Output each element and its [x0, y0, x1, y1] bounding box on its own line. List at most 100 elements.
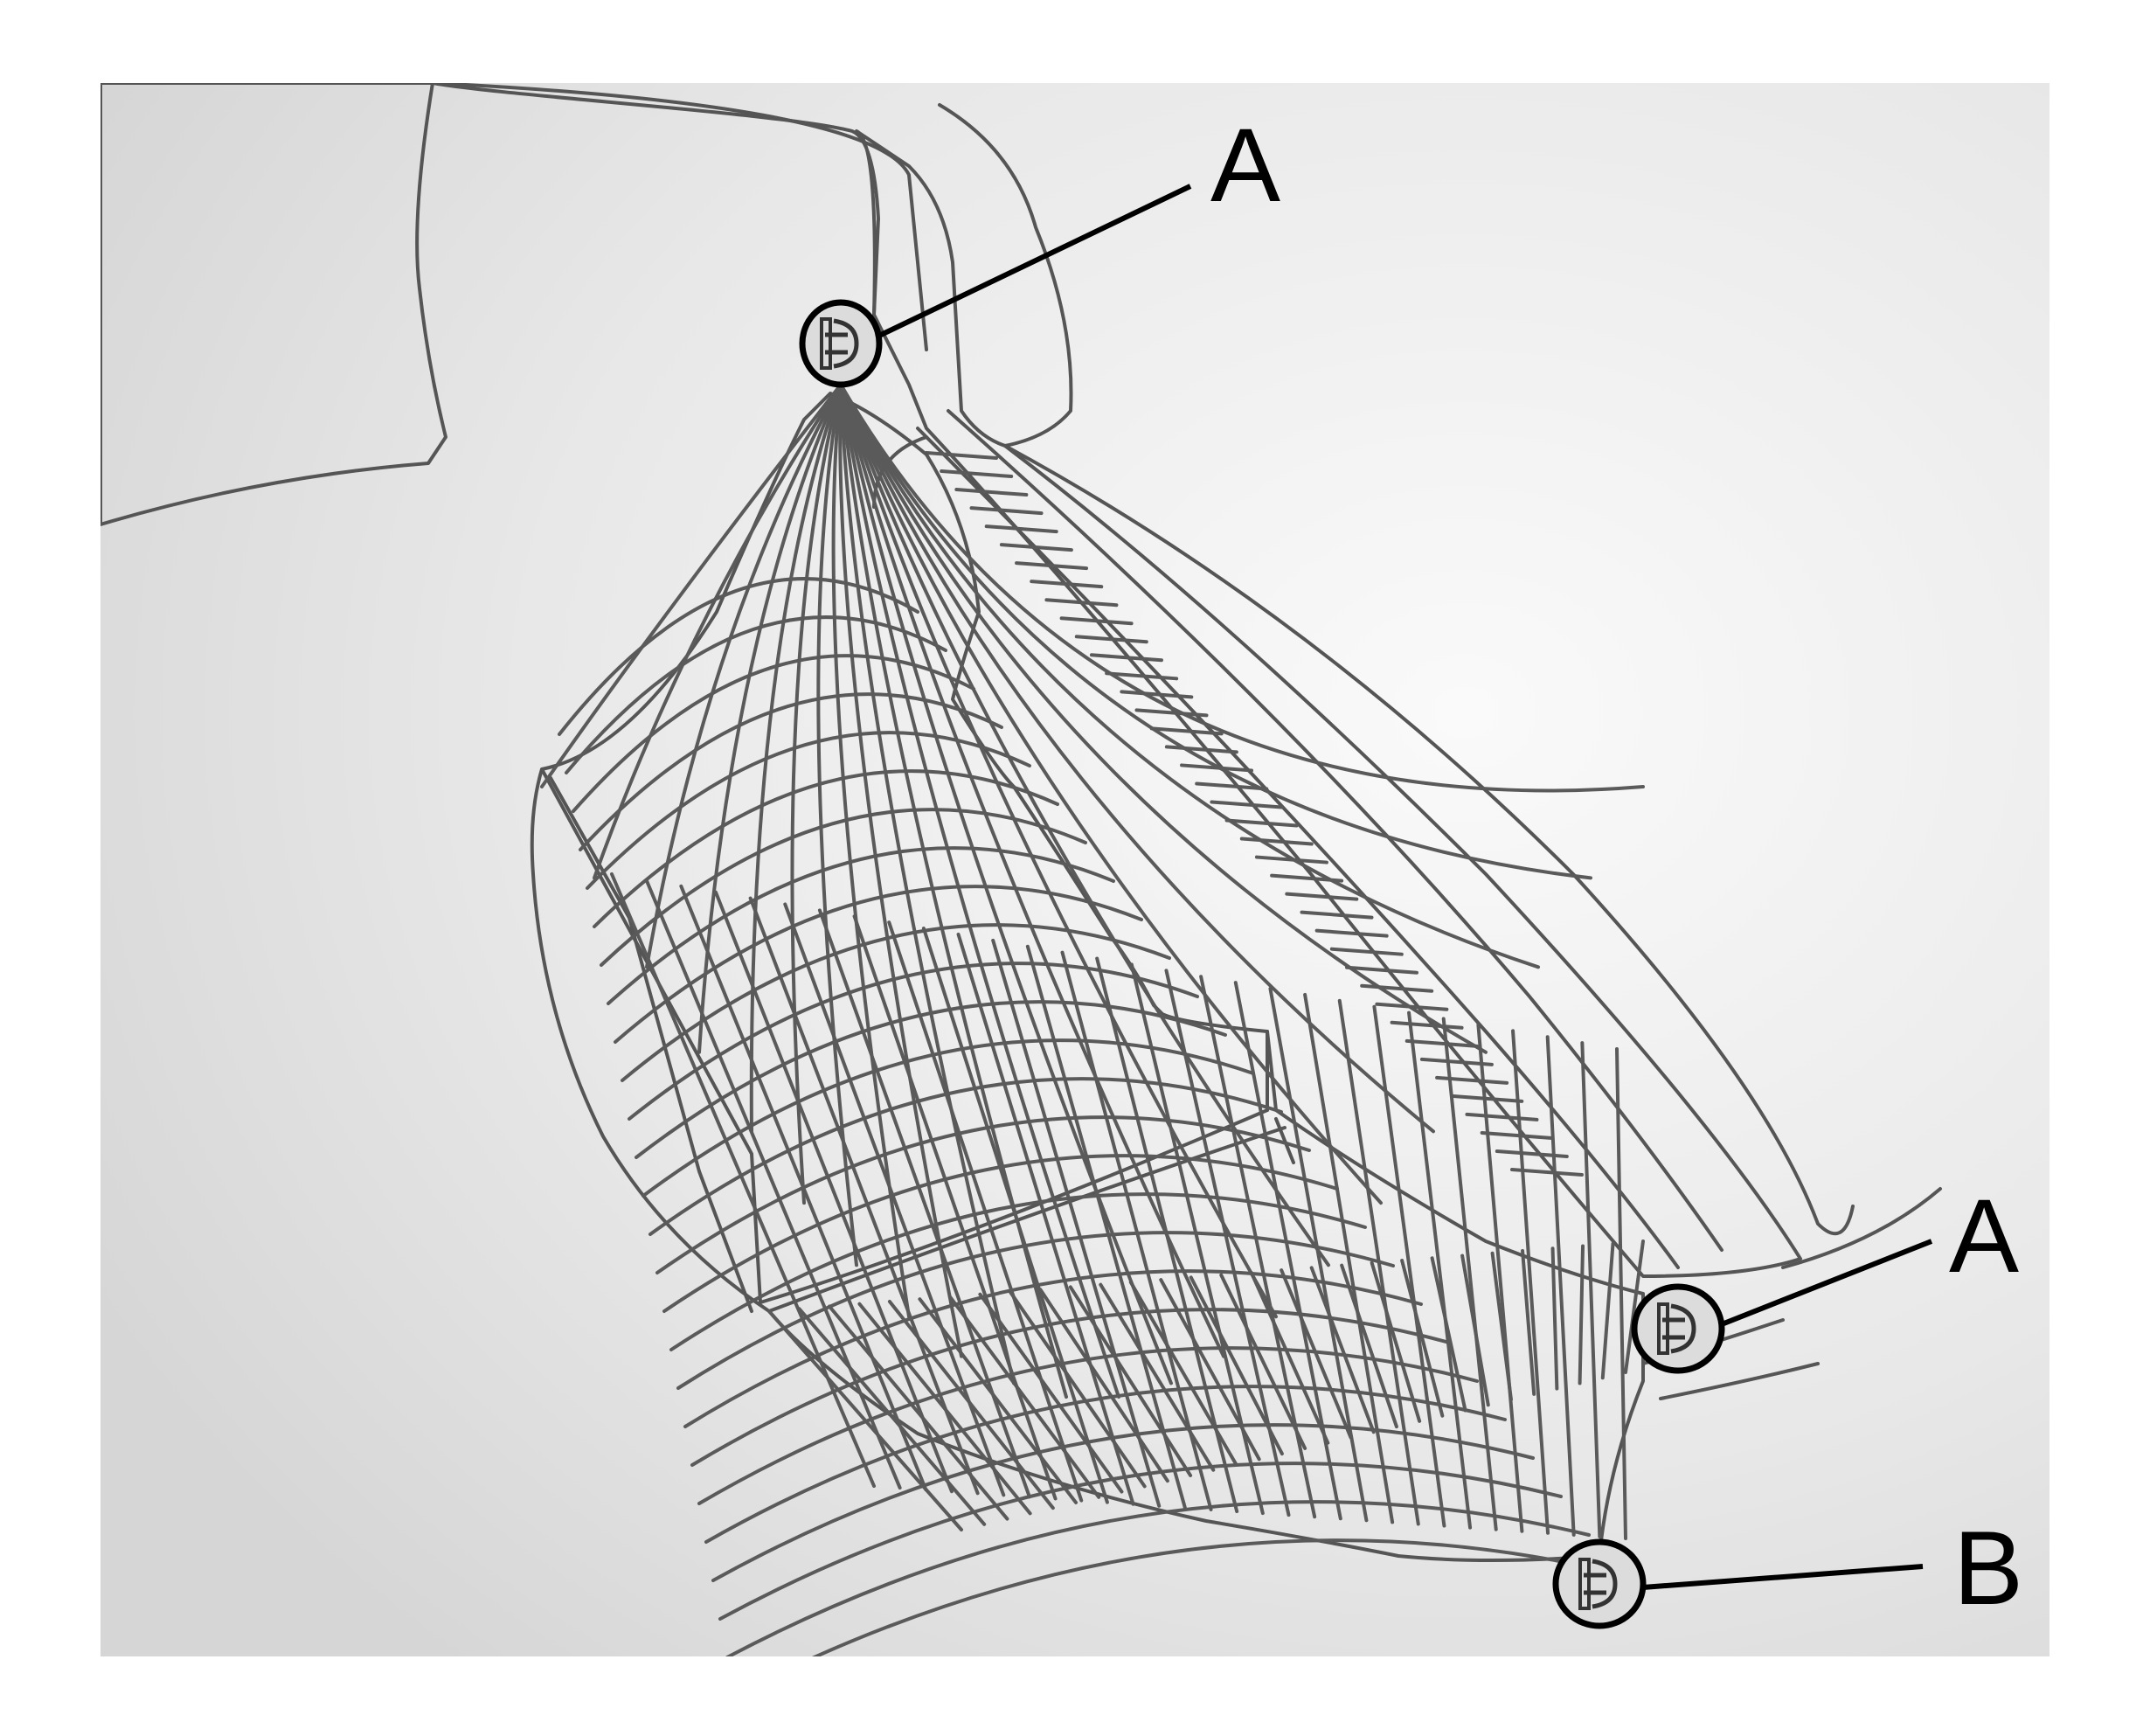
net-strand — [642, 1038, 1255, 1198]
net-strand — [1038, 1288, 1169, 1483]
net-strand — [991, 938, 1162, 1508]
net-strand — [607, 846, 1115, 1005]
net-strand — [1249, 1270, 1330, 1445]
net-strand — [1624, 1240, 1645, 1374]
net-strand — [1545, 1035, 1576, 1537]
floor-rib — [984, 524, 1058, 534]
net-strand — [839, 383, 1645, 793]
net-strand — [1095, 956, 1239, 1513]
net-strand — [839, 383, 1488, 1054]
net-strand — [839, 383, 1278, 1319]
net-strand — [1303, 992, 1395, 1524]
net-strand — [1233, 981, 1342, 1521]
net-strand — [600, 808, 1087, 967]
net-strand — [839, 383, 1383, 1205]
net-strand — [679, 884, 928, 1492]
floor-rib — [1450, 1094, 1524, 1103]
floor-rib — [1015, 561, 1089, 571]
net-mesh — [540, 383, 1645, 1656]
net-strand — [817, 908, 1031, 1499]
net-strand — [839, 383, 1016, 1385]
net-strand — [610, 872, 876, 1488]
floor-rib — [999, 543, 1073, 552]
net-strand — [1309, 1266, 1376, 1434]
floor-rib — [1030, 580, 1104, 589]
net-strand — [711, 1423, 1535, 1582]
net-strand — [1099, 1282, 1216, 1472]
net-strand — [1550, 1246, 1559, 1391]
floor-rib — [1074, 635, 1148, 644]
leader-line-top — [877, 184, 1192, 338]
floor-rib — [1120, 690, 1194, 699]
net-strand — [655, 1115, 1311, 1274]
net-strand — [839, 383, 1330, 1267]
net-strand — [645, 383, 843, 969]
net-strand — [1578, 1244, 1585, 1385]
floor-rib — [1404, 1038, 1479, 1048]
net-strand — [839, 383, 1225, 1358]
floor-rib — [969, 506, 1044, 516]
net-strand — [1407, 1010, 1473, 1530]
anchor-hook-right-lower — [1552, 1538, 1647, 1629]
upper-wall-panel — [101, 83, 447, 526]
net-strand — [697, 383, 843, 1054]
net-strand — [887, 920, 1084, 1503]
net-strand — [1280, 1268, 1353, 1440]
net-strand — [1340, 1263, 1398, 1429]
net-strand — [816, 383, 858, 1267]
net-strand — [1372, 1004, 1446, 1528]
floor-rib — [1210, 800, 1284, 809]
floor-rib — [1390, 1020, 1464, 1030]
net-strand — [827, 1304, 1009, 1521]
net-strand — [1219, 1273, 1307, 1450]
trim-strip — [855, 129, 1802, 1278]
floor-rib — [1480, 1130, 1554, 1140]
net-strand — [1370, 1260, 1422, 1423]
leader-line-right-upper — [1720, 1239, 1933, 1327]
net-strand — [683, 1269, 1423, 1428]
net-strand — [593, 383, 843, 880]
net-strand — [1008, 1289, 1147, 1489]
net-strand — [1337, 998, 1420, 1526]
anchor-hook-right-upper — [1631, 1283, 1725, 1374]
net-strand — [558, 577, 919, 736]
net-strand — [725, 1500, 1591, 1656]
net-strand — [572, 654, 975, 813]
net-strand — [540, 383, 843, 788]
net-strand — [1129, 962, 1265, 1516]
floor-rib — [1239, 837, 1314, 846]
net-strand — [669, 1192, 1367, 1351]
floor-rib — [1300, 910, 1374, 920]
callout-label-a-right: A — [1949, 1177, 2019, 1295]
net-strand — [838, 383, 963, 1358]
net-strand — [1441, 1017, 1498, 1531]
net-strand — [676, 1231, 1395, 1390]
callout-label-b: B — [1953, 1510, 2023, 1627]
floor-rib — [1059, 616, 1134, 626]
net-strand — [839, 383, 1540, 969]
floor-rib — [1224, 818, 1299, 828]
net-strand — [644, 878, 902, 1490]
net-strand — [918, 1297, 1078, 1504]
net-strand — [1600, 1241, 1615, 1380]
net-strand — [621, 923, 1171, 1082]
floor-rib — [940, 469, 1014, 479]
net-strand — [1476, 1023, 1524, 1533]
net-strand — [1164, 969, 1291, 1517]
floor-rib — [1345, 965, 1419, 975]
net-strand — [978, 1292, 1124, 1494]
net-strand — [811, 1538, 1619, 1656]
floor-rib — [1360, 983, 1434, 993]
net-strand — [1580, 1041, 1602, 1538]
net-strand — [1199, 975, 1317, 1519]
net-strand — [704, 1385, 1507, 1544]
floor-rib — [1285, 892, 1359, 901]
net-strand — [947, 1295, 1101, 1499]
floor-rib — [1105, 671, 1179, 681]
net-strand — [749, 383, 843, 1134]
net-strand — [790, 383, 843, 1205]
net-strand — [839, 383, 1592, 880]
net-strand — [921, 927, 1109, 1504]
net-strand — [797, 1307, 987, 1526]
